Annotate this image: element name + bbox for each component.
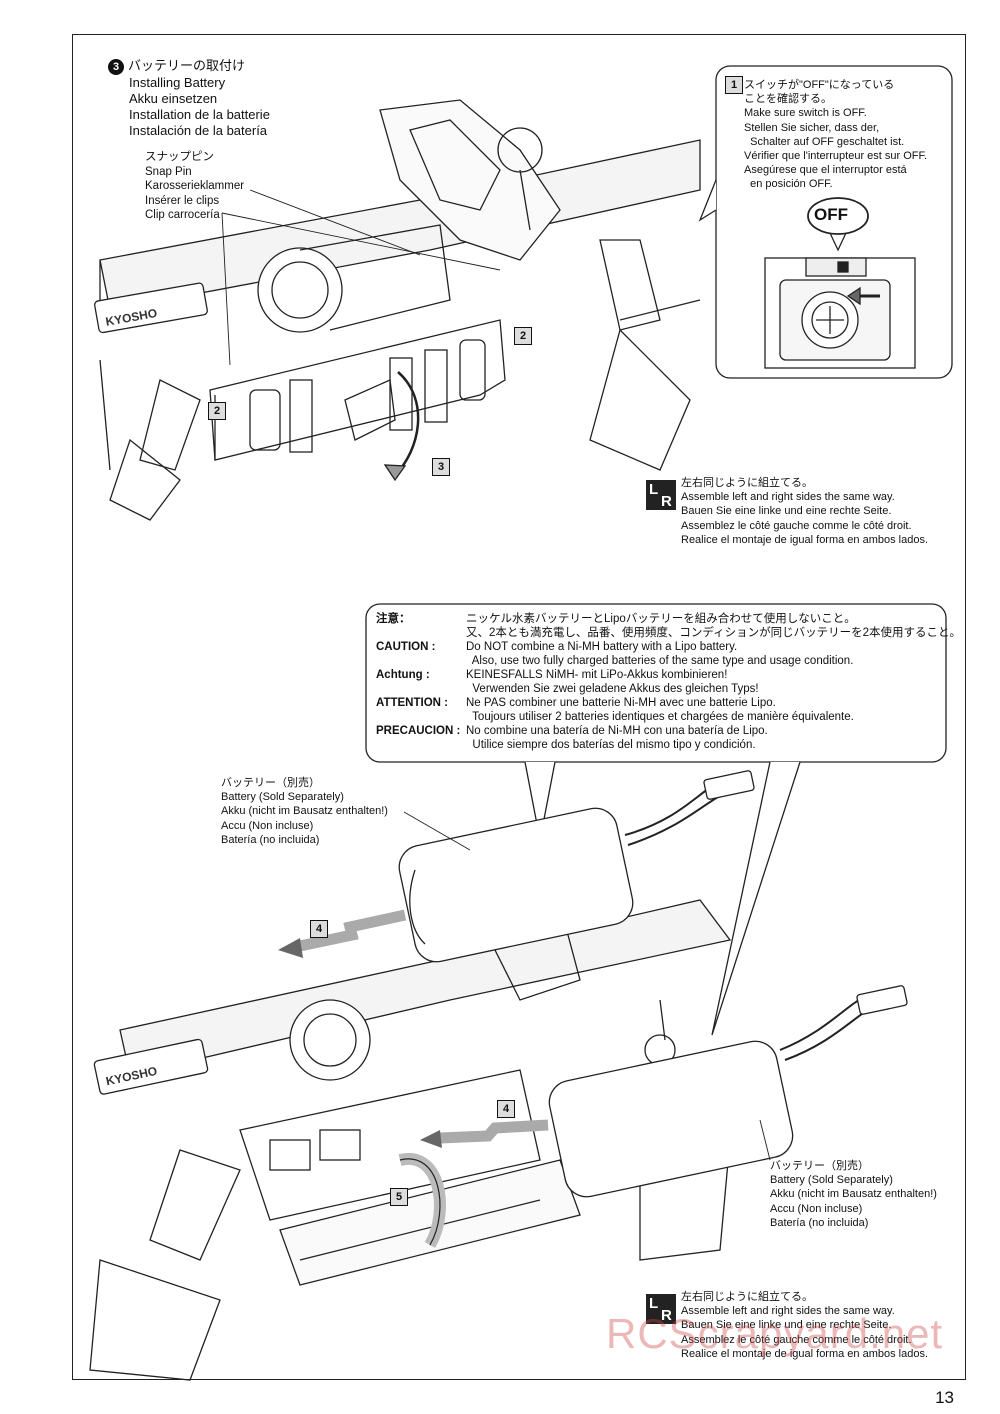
lr-line-1: Assemble left and right sides the same w… xyxy=(681,491,895,504)
switch-line-7: en posición OFF. xyxy=(744,178,833,191)
lr-line-0: 左右同じように組立てる。 xyxy=(681,477,813,489)
battery-label-de: Akku (nicht im Bausatz enthalten!) xyxy=(221,805,388,818)
caution-key-2: CAUTION : xyxy=(376,641,436,653)
caution-text-5: Verwenden Sie zwei geladene Akkus des gl… xyxy=(466,683,759,695)
step-3-box: 3 xyxy=(432,458,450,476)
lr-line-0-b: 左右同じように組立てる。 xyxy=(681,1291,813,1303)
snap-pin-es: Clip carrocería xyxy=(145,209,220,221)
lr-r: R xyxy=(661,493,672,510)
title-es: Instalación de la batería xyxy=(129,123,268,138)
caution-row-2: CAUTION : xyxy=(376,640,435,654)
lr-l-2: L xyxy=(649,1295,659,1312)
lr-line-3-b: Assemblez le côté gauche comme le côté d… xyxy=(681,1333,912,1346)
snap-pin-de: Karosserieklammer xyxy=(145,180,245,192)
caution-text-2: Do NOT combine a Ni-MH battery with a Li… xyxy=(466,641,738,653)
lr-note-lower: 左右同じように組立てる。 Assemble left and right sid… xyxy=(681,1290,928,1361)
lr-note-upper: 左右同じように組立てる。 Assemble left and right sid… xyxy=(681,476,928,547)
lr-line-4-b: Realice el montaje de igual forma en amb… xyxy=(681,1347,929,1360)
caution-key-6: ATTENTION : xyxy=(376,697,448,709)
battery-label-es-2: Batería (no incluida) xyxy=(770,1216,869,1229)
off-label: OFF xyxy=(814,205,848,224)
caution-text-8: No combine una batería de Ni-MH con una … xyxy=(466,725,768,737)
snap-pin-ja: スナップピン xyxy=(145,151,214,163)
caution-row-0: 注意： xyxy=(376,612,411,626)
switch-line-5: Vérifier que l'interrupteur est sur OFF. xyxy=(744,150,928,163)
switch-line-0: スイッチが"OFF"になっている xyxy=(744,79,895,91)
step-number-badge: 3 xyxy=(108,59,124,75)
lr-line-2: Bauen Sie eine linke und eine rechte Sei… xyxy=(681,505,892,518)
switch-line-6: Asegúrese que el interruptor está xyxy=(744,164,907,177)
battery-label-en: Battery (Sold Separately) xyxy=(221,791,344,804)
upper-chassis-drawing: KYOSHO xyxy=(94,99,701,521)
caution-text-7: Toujours utiliser 2 batteries identiques… xyxy=(466,711,854,723)
switch-line-4: Schalter auf OFF geschaltet ist. xyxy=(744,135,905,148)
title-ja: バッテリーの取付け xyxy=(128,58,246,73)
battery-label-fr-2: Accu (Non incluse) xyxy=(770,1202,863,1215)
step-4-box-top: 4 xyxy=(310,920,328,938)
battery-label-top: バッテリー（別売） Battery (Sold Separately) Akku… xyxy=(221,776,388,847)
snap-pin-en: Snap Pin xyxy=(145,165,192,178)
battery-label-ja: バッテリー（別売） xyxy=(221,777,320,789)
caution-key-4: Achtung : xyxy=(376,669,430,681)
step-4-box-bottom: 4 xyxy=(497,1100,515,1118)
lr-line-3: Assemblez le côté gauche comme le côté d… xyxy=(681,519,912,532)
lower-chassis-drawing: KYOSHO xyxy=(89,899,732,1381)
caution-text-6: Ne PAS combiner une batterie Ni-MH avec … xyxy=(466,697,776,709)
caution-key-8: PRECAUCION : xyxy=(376,725,461,737)
caution-row-6: ATTENTION : xyxy=(376,696,448,710)
switch-line-1: ことを確認する。 xyxy=(744,93,832,106)
battery-label-de-2: Akku (nicht im Bausatz enthalten!) xyxy=(770,1188,937,1201)
lr-line-1-b: Assemble left and right sides the same w… xyxy=(681,1305,895,1318)
lr-l: L xyxy=(649,481,659,498)
title-de: Akku einsetzen xyxy=(129,91,218,106)
battery-bottom xyxy=(548,985,908,1198)
battery-label-ja-2: バッテリー（別売） xyxy=(770,1160,869,1172)
step-2-box-left: 2 xyxy=(208,402,226,420)
lr-r-2: R xyxy=(661,1307,672,1324)
switch-note-text: スイッチが"OFF"になっている ことを確認する。 Make sure swit… xyxy=(744,78,927,192)
caution-key-0: 注意： xyxy=(376,613,411,625)
section-title: 3 バッテリーの取付け Installing Battery Akku einse… xyxy=(108,58,270,139)
switch-line-2: Make sure switch is OFF. xyxy=(744,107,867,120)
step-5-box: 5 xyxy=(390,1188,408,1206)
caution-row-4: Achtung : xyxy=(376,668,430,682)
snap-pin-label: スナップピン Snap Pin Karosserieklammer Insére… xyxy=(145,150,244,223)
caution-callout xyxy=(365,603,947,763)
battery-label-bottom: バッテリー（別売） Battery (Sold Separately) Akku… xyxy=(770,1159,937,1230)
caution-row-8: PRECAUCION : xyxy=(376,724,460,738)
caution-text-0: ニッケル水素バッテリーとLipoバッテリーを組み合わせて使用しないこと。 xyxy=(466,613,856,625)
lr-icon-upper: L R xyxy=(646,480,676,510)
title-en: Installing Battery xyxy=(129,75,226,90)
battery-label-fr: Accu (Non incluse) xyxy=(221,819,314,832)
switch-line-3: Stellen Sie sicher, dass der, xyxy=(744,121,880,134)
caution-text-4: KEINESFALLS NiMH- mit LiPo-Akkus kombini… xyxy=(466,669,728,681)
caution-text-9: Utilice siempre dos baterías del mismo t… xyxy=(466,739,756,751)
battery-top xyxy=(398,770,755,963)
lr-icon-lower: L R xyxy=(646,1294,676,1324)
battery-label-en-2: Battery (Sold Separately) xyxy=(770,1174,893,1187)
step-2-box-right: 2 xyxy=(514,327,532,345)
switch-detail xyxy=(764,197,916,369)
snap-pin-fr: Insérer le clips xyxy=(145,194,220,207)
lr-line-2-b: Bauen Sie eine linke und eine rechte Sei… xyxy=(681,1319,892,1332)
watermark: RCScrapyard.net xyxy=(606,1310,944,1357)
caution-text-3: Also, use two fully charged batteries of… xyxy=(466,655,854,667)
page-frame xyxy=(72,34,966,1380)
lr-line-4: Realice el montaje de igual forma en amb… xyxy=(681,533,929,546)
caution-text: 注意： ニッケル水素バッテリーとLipoバッテリーを組み合わせて使用しないこと。… xyxy=(366,604,961,764)
page-number: 13 xyxy=(935,1388,954,1407)
caution-text-1: 又、2本とも満充電し、品番、使用頻度、コンディションが同じバッテリーを2本使用す… xyxy=(466,627,961,639)
battery-label-es: Batería (no incluida) xyxy=(221,833,320,846)
title-fr: Installation de la batterie xyxy=(129,107,270,122)
step-1-box: 1 xyxy=(725,76,743,94)
